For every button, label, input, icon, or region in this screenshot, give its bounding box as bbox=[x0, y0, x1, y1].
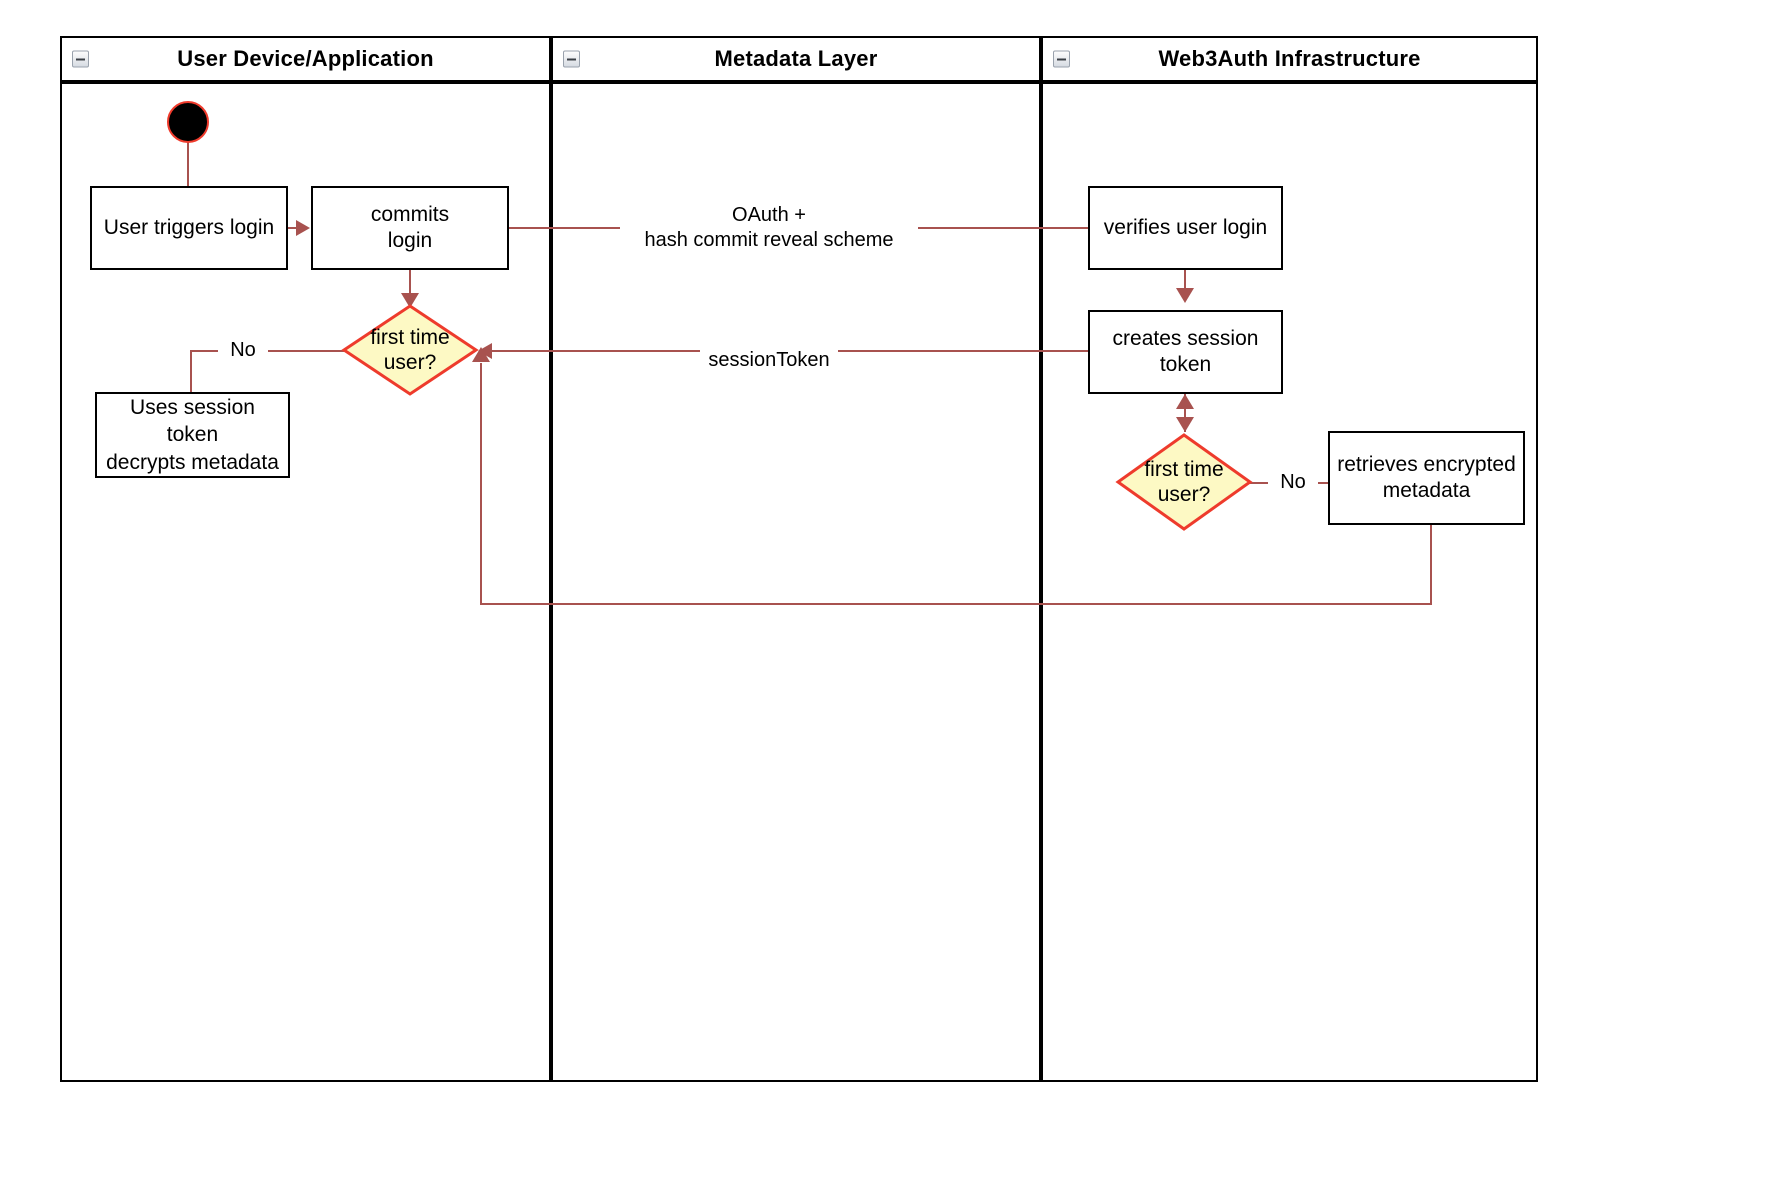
arrowhead-down bbox=[1176, 417, 1194, 432]
activity-verifies-user-login[interactable]: verifies user login bbox=[1088, 186, 1283, 270]
lane-title-user-device: User Device/Application bbox=[177, 46, 434, 71]
lane-header-user-device[interactable]: User Device/Application bbox=[60, 36, 551, 82]
edge-verifies-to-creates bbox=[1184, 270, 1186, 294]
collapse-minus-icon[interactable] bbox=[563, 50, 580, 68]
edge-retrieves-down bbox=[1430, 525, 1432, 604]
edge-no-down-to-uses-session bbox=[190, 350, 192, 392]
activity-user-triggers-login[interactable]: User triggers login bbox=[90, 186, 288, 270]
decision-first-time-user-right[interactable]: first time user? bbox=[1115, 432, 1253, 532]
edge-creates-to-decision-right bbox=[1184, 394, 1186, 432]
activity-commits-login[interactable]: commits login bbox=[311, 186, 509, 270]
collapse-minus-icon[interactable] bbox=[1053, 50, 1070, 68]
edge-label-no-left: No bbox=[218, 338, 268, 363]
lane-header-metadata[interactable]: Metadata Layer bbox=[551, 36, 1041, 82]
edge-label-no-right: No bbox=[1268, 470, 1318, 495]
decision-shape bbox=[341, 304, 479, 396]
edge-retrieves-return-up bbox=[480, 363, 482, 604]
lane-title-metadata: Metadata Layer bbox=[714, 46, 878, 71]
lane-header-web3auth[interactable]: Web3Auth Infrastructure bbox=[1041, 36, 1538, 82]
arrowhead-down bbox=[401, 293, 419, 308]
edge-retrieves-return-horizontal bbox=[480, 603, 1432, 605]
lane-body-web3auth bbox=[1041, 82, 1538, 1082]
edge-commits-to-decision-left bbox=[409, 270, 411, 303]
lane-body-metadata bbox=[551, 82, 1041, 1082]
collapse-minus-icon[interactable] bbox=[72, 50, 89, 68]
arrowhead-down bbox=[1176, 288, 1194, 303]
decision-label-left: first time user? bbox=[370, 325, 450, 374]
activity-creates-session-token[interactable]: creates session token bbox=[1088, 310, 1283, 394]
lane-title-web3auth: Web3Auth Infrastructure bbox=[1158, 46, 1421, 71]
decision-shape bbox=[1115, 433, 1253, 531]
lane-body-user-device bbox=[60, 82, 551, 1082]
arrowhead-up bbox=[1176, 394, 1194, 409]
edge-start-to-user-triggers bbox=[187, 142, 189, 186]
initial-node[interactable] bbox=[167, 101, 209, 143]
activity-uses-session-token[interactable]: Uses session token decrypts metadata bbox=[95, 392, 290, 478]
arrowhead-right bbox=[296, 220, 310, 236]
edge-decision-left-no bbox=[190, 350, 347, 352]
edge-label-oauth: OAuth + hash commit reveal scheme bbox=[620, 203, 918, 253]
activity-retrieves-encrypted-metadata[interactable]: retrieves encrypted metadata bbox=[1328, 431, 1525, 525]
decision-label-right: first time user? bbox=[1144, 457, 1224, 506]
decision-first-time-user-left[interactable]: first time user? bbox=[341, 303, 479, 397]
edge-label-session-token: sessionToken bbox=[700, 348, 838, 373]
